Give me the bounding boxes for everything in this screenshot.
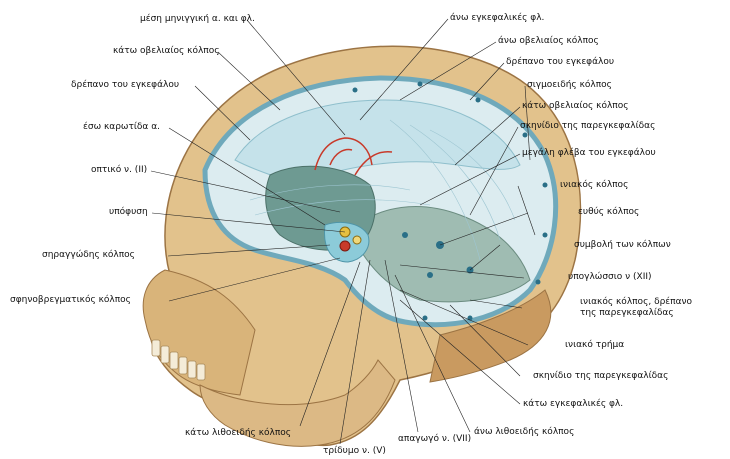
label-tentorium-cerebelli-bottom: σκηνίδιο της παρεγκεφαλίδας	[533, 371, 669, 381]
label-inferior-petrosal-sinus: κάτω λιθοειδής κόλπος	[185, 428, 292, 438]
dural-texture	[249, 119, 516, 261]
label-cavernous-sinus: σηραγγώδης κόλπος	[42, 250, 135, 260]
label-sigmoid-sinus: σιγμοειδής κόλπος	[527, 80, 612, 90]
label-superior-sagittal-sinus: άνω οβελιαίος κόλπος	[498, 36, 599, 46]
label-middle-meningeal: μέση μηνιγγική α. και φλ.	[140, 14, 255, 24]
label-superior-petrosal-sinus: άνω λιθοειδής κόλπος	[474, 427, 575, 437]
tentorium-cerebelli	[349, 206, 531, 303]
label-inferior-sagittal-sinus-right: κάτω οβελιαίος κόλπος	[522, 101, 629, 111]
label-great-cerebral-vein: μεγάλη φλέβα του εγκεφάλου	[522, 148, 656, 158]
label-inferior-cerebral-veins: κάτω εγκεφαλικές φλ.	[523, 399, 624, 409]
label-falx-cerebri-left: δρέπανο του εγκεφάλου	[71, 80, 180, 90]
label-straight-sinus: ευθύς κόλπος	[578, 207, 640, 217]
carotid-pituitary-spots	[339, 226, 362, 252]
label-trigeminal-nerve: τρίδυμο ν. (V)	[323, 446, 386, 456]
label-optic-nerve: οπτικό ν. (II)	[91, 165, 148, 175]
label-hypophysis: υπόφυση	[109, 207, 148, 217]
label-occipital-sinus-falx-cerebelli: ινιακός κόλπος, δρέπανο της παρεγκεφαλίδ…	[580, 297, 693, 318]
label-sphenoparietal-sinus: σφηνοβρεγματικός κόλπος	[10, 295, 131, 305]
label-abducens-nerve: απαγωγό ν. (VII)	[398, 434, 472, 444]
label-falx-cerebri-right: δρέπανο του εγκεφάλου	[506, 57, 615, 67]
label-foramen-magnum: ινιακό τρήμα	[565, 340, 625, 350]
label-hypoglossal-nerve: υπογλώσσιο ν (XII)	[568, 272, 652, 282]
label-occipital-sinus-top: ινιακός κόλπος	[560, 180, 629, 190]
label-superior-cerebral-veins: άνω εγκεφαλικές φλ.	[450, 13, 545, 23]
leader-lines	[150, 18, 536, 445]
occipital-bone	[429, 289, 552, 383]
label-confluence-of-sinuses: συμβολή των κόλπων	[574, 240, 671, 250]
meningeal-vessels	[314, 137, 393, 176]
label-tentorium-cerebelli-top: σκηνίδιο της παρεγκεφαλίδας	[520, 121, 656, 131]
teeth	[151, 339, 206, 381]
sinus-dots	[352, 81, 548, 321]
label-inferior-sagittal-sinus-left: κάτω οβελιαίος κόλπος	[113, 46, 220, 56]
label-internal-carotid: έσω καρωτίδα α.	[83, 122, 161, 132]
mandible	[199, 359, 396, 447]
